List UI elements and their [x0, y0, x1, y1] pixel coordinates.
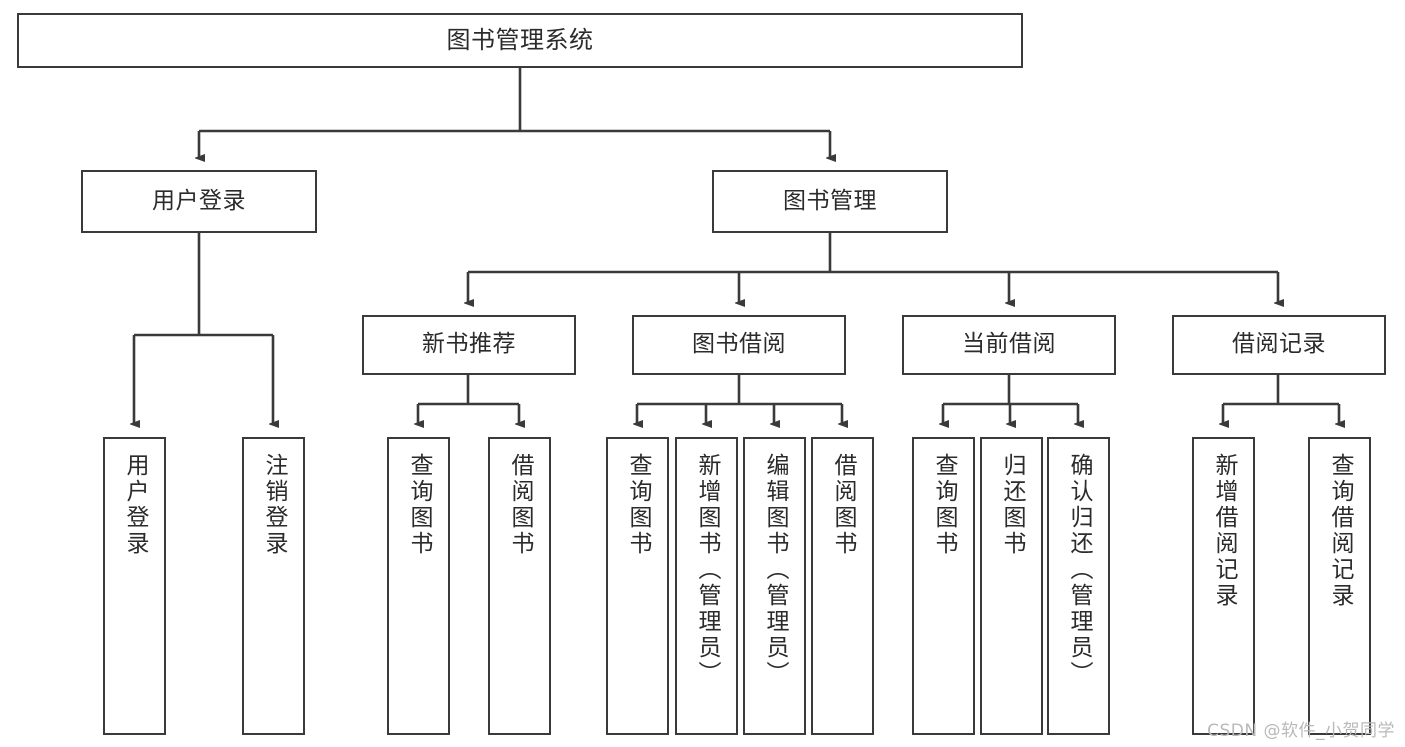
node-leaf-edit-book[interactable]: 编辑图书（管理员） [743, 437, 806, 735]
node-leaf-user-login[interactable]: 用户登录 [103, 437, 166, 735]
node-label: 图书借阅 [692, 331, 786, 358]
node-label: 新增借阅记录 [1211, 453, 1237, 609]
node-leaf-borrow-book-1[interactable]: 借阅图书 [488, 437, 551, 735]
node-label: 新增图书（管理员） [694, 453, 720, 687]
node-leaf-query-book-1[interactable]: 查询图书 [387, 437, 450, 735]
node-label: 归还图书 [999, 453, 1025, 557]
node-current-borrow[interactable]: 当前借阅 [902, 315, 1116, 375]
node-new-book-recommend[interactable]: 新书推荐 [362, 315, 576, 375]
node-label: 编辑图书（管理员） [762, 453, 788, 687]
node-leaf-confirm-return[interactable]: 确认归还（管理员） [1047, 437, 1110, 735]
node-root-system[interactable]: 图书管理系统 [17, 13, 1023, 68]
node-label: 图书管理系统 [446, 26, 594, 55]
node-label: 注销登录 [261, 453, 287, 557]
node-leaf-query-book-3[interactable]: 查询图书 [912, 437, 975, 735]
node-leaf-add-book[interactable]: 新增图书（管理员） [675, 437, 738, 735]
node-label: 查询借阅记录 [1327, 453, 1353, 609]
node-label: 查询图书 [931, 453, 957, 557]
node-label: 查询图书 [406, 453, 432, 557]
node-leaf-borrow-book-2[interactable]: 借阅图书 [811, 437, 874, 735]
node-leaf-return-book[interactable]: 归还图书 [980, 437, 1043, 735]
node-leaf-query-record[interactable]: 查询借阅记录 [1308, 437, 1371, 735]
node-leaf-add-record[interactable]: 新增借阅记录 [1192, 437, 1255, 735]
node-book-borrow[interactable]: 图书借阅 [632, 315, 846, 375]
watermark-text: CSDN @软件_小贺同学 [1207, 721, 1395, 741]
node-label: 用户登录 [122, 453, 148, 557]
node-label: 图书管理 [783, 187, 877, 214]
node-leaf-user-logout[interactable]: 注销登录 [242, 437, 305, 735]
node-label: 借阅图书 [507, 453, 533, 557]
node-label: 新书推荐 [422, 331, 516, 358]
node-label: 用户登录 [152, 187, 246, 214]
node-borrow-record[interactable]: 借阅记录 [1172, 315, 1386, 375]
node-label: 当前借阅 [962, 331, 1056, 358]
node-user-login[interactable]: 用户登录 [81, 170, 317, 233]
node-leaf-query-book-2[interactable]: 查询图书 [606, 437, 669, 735]
node-label: 查询图书 [625, 453, 651, 557]
node-label: 确认归还（管理员） [1066, 453, 1092, 687]
node-label: 借阅记录 [1232, 331, 1326, 358]
node-label: 借阅图书 [830, 453, 856, 557]
node-book-manage[interactable]: 图书管理 [712, 170, 948, 233]
